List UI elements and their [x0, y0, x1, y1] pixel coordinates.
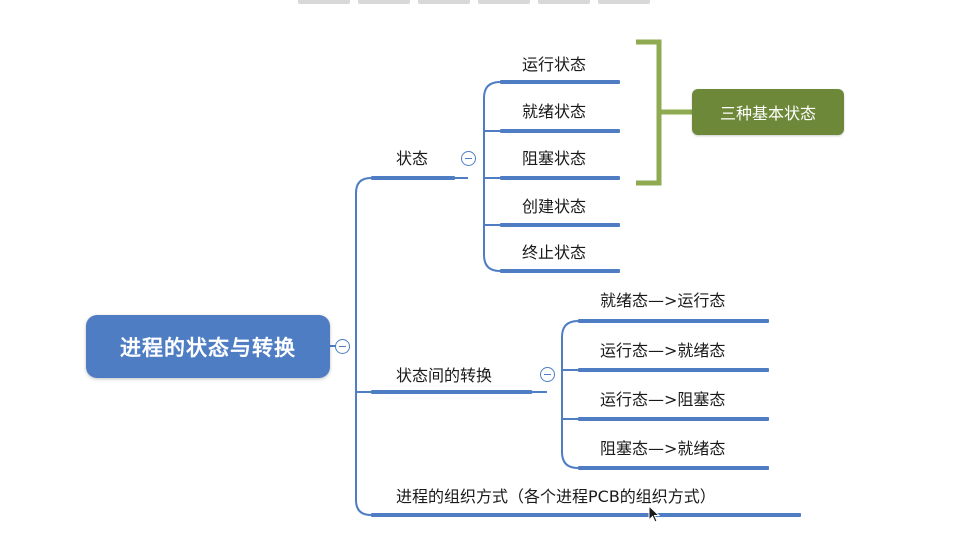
toolbar-edge	[538, 0, 590, 4]
toolbar-edge	[418, 0, 470, 4]
transition-underline	[578, 319, 769, 323]
collapse-transitions-icon[interactable]	[540, 367, 555, 382]
transition-running-to-blocked[interactable]: 运行态—>阻塞态	[600, 390, 726, 409]
toolbar-edge	[478, 0, 530, 4]
branch-transitions-label[interactable]: 状态间的转换	[396, 366, 493, 385]
state-underline	[500, 269, 620, 273]
transition-ready-to-running[interactable]: 就绪态—>运行态	[600, 291, 726, 310]
transition-blocked-to-ready[interactable]: 阻塞态—>就绪态	[600, 439, 726, 458]
branch-organization-underline	[371, 513, 801, 517]
toolbar-edge	[358, 0, 410, 4]
state-blocked[interactable]: 阻塞状态	[522, 149, 587, 168]
branch-organization-label[interactable]: 进程的组织方式（各个进程PCB的组织方式）	[396, 487, 716, 506]
state-underline	[500, 129, 620, 133]
transition-underline	[578, 417, 769, 421]
toolbar-edge	[598, 0, 650, 4]
transition-underline	[578, 466, 769, 470]
transitions-spine	[561, 320, 579, 469]
state-new[interactable]: 创建状态	[522, 197, 587, 216]
root-label: 进程的状态与转换	[120, 335, 296, 360]
branch-states-label[interactable]: 状态	[396, 149, 429, 168]
transition-underline	[578, 368, 769, 372]
states-spine	[483, 81, 501, 272]
state-underline	[500, 80, 620, 84]
state-underline	[500, 223, 620, 227]
summary-bracket	[636, 39, 692, 186]
toolbar-edge	[298, 0, 350, 4]
branch-states-underline	[371, 176, 455, 180]
root-node[interactable]: 进程的状态与转换	[86, 315, 330, 378]
summary-label: 三种基本状态	[719, 104, 816, 123]
transition-running-to-ready[interactable]: 运行态—>就绪态	[600, 341, 726, 360]
state-terminated[interactable]: 终止状态	[522, 243, 587, 262]
branch-transitions-underline	[371, 390, 532, 394]
level1-spine	[355, 177, 372, 516]
collapse-root-icon[interactable]	[335, 339, 350, 354]
summary-three-basic-states[interactable]: 三种基本状态	[692, 89, 844, 135]
state-running[interactable]: 运行状态	[522, 55, 587, 74]
collapse-states-icon[interactable]	[461, 151, 476, 166]
state-ready[interactable]: 就绪状态	[522, 102, 587, 121]
state-underline	[500, 176, 620, 180]
mouse-pointer-icon	[648, 505, 660, 523]
